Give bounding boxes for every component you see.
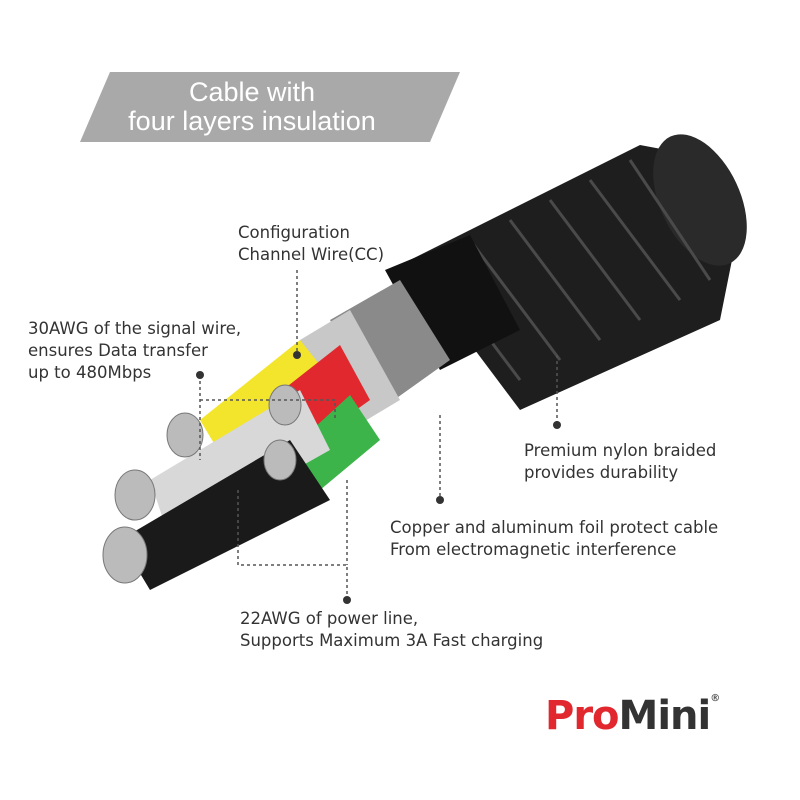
signal-wire-label: 30AWG of the signal wire, ensures Data t… [28, 319, 242, 382]
banner-shape [80, 72, 460, 142]
wires [102, 340, 380, 590]
cc-wire-label: Configuration Channel Wire(CC) [238, 223, 385, 264]
copper-braid [330, 280, 450, 410]
nylon-braid-label: Premium nylon braided provides durabilit… [524, 441, 717, 482]
promini-logo: ProMini® [545, 693, 720, 739]
leader-dots [196, 351, 561, 604]
banner-title: Cable with four layers insulation [128, 77, 376, 136]
power-line-label: 22AWG of power line, Supports Maximum 3A… [240, 609, 544, 650]
foil-label: Copper and aluminum foil protect cable F… [390, 518, 719, 559]
braided-jacket [385, 134, 747, 410]
leader-lines [199, 270, 558, 600]
